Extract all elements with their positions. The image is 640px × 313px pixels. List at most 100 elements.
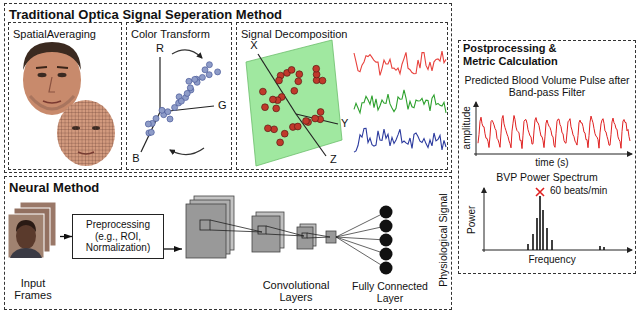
- pixel-points-part: [165, 109, 171, 115]
- panel-heading: Signal Decomposition: [241, 28, 347, 41]
- bvp-plot-part: [474, 154, 632, 155]
- fc-neurons-part: [380, 248, 393, 261]
- step-panel: Signal Decomposition: [236, 22, 448, 170]
- projection-plane-part: [246, 40, 342, 166]
- source-signals-part: [354, 128, 446, 152]
- projected-points-part: [291, 87, 298, 94]
- axis-label: Z: [330, 153, 337, 166]
- projected-points-part: [276, 77, 283, 84]
- kernel-projections-part: [200, 220, 210, 230]
- input-frames-part: [10, 248, 42, 258]
- kernel-projections-part: [210, 220, 262, 232]
- face-photo-part: [36, 67, 68, 68]
- conv-layers-part: [186, 204, 226, 258]
- peak-annotation: 60 beats/min: [550, 185, 607, 197]
- fc-neurons-part: [336, 212, 386, 268]
- face-photo-part: [30, 96, 74, 109]
- power-spectrum-part: [482, 250, 632, 251]
- pixel-points-part: [187, 85, 193, 91]
- face-photo-part: [58, 73, 67, 77]
- projected-points-part: [317, 109, 324, 116]
- rgb-axes-part: [159, 57, 160, 112]
- pixel-points-part: [148, 129, 154, 135]
- panel-heading: SpatialAveraging: [13, 28, 96, 41]
- conv-layers-node: Convolutional Layers: [182, 192, 342, 306]
- fc-neurons-part: [380, 206, 393, 219]
- projected-points-part: [312, 115, 319, 122]
- pixel-points-part: [199, 74, 205, 80]
- panel-heading: Neural Method: [9, 181, 99, 196]
- axis-label: amplitude: [461, 106, 473, 149]
- rgb-axes-part: [141, 112, 160, 152]
- fc-neurons-part: [380, 262, 393, 275]
- plot-title: BVP Power Spectrum: [496, 171, 597, 183]
- gridded-face: [55, 98, 117, 168]
- input-frames-part: [8, 214, 44, 258]
- fc-neurons-part-part: [336, 212, 386, 268]
- power-spectrum-part: [484, 188, 485, 252]
- panel-heading: Color Transform: [131, 28, 210, 41]
- projected-points-part: [313, 65, 320, 72]
- axis-label: Frequency: [528, 254, 575, 266]
- method-panel: Neural MethodInput Frames Preprocessing (…: [4, 176, 452, 310]
- projected-points-part: [303, 118, 310, 125]
- kernel-projections-part: [266, 226, 304, 236]
- node-label: Input Frames: [8, 277, 58, 302]
- kernel-projections-part: [302, 233, 307, 238]
- axis-label: time (s): [535, 157, 568, 169]
- step-panel: SpatialAveraging: [8, 22, 122, 170]
- face-photo-part: [38, 73, 47, 77]
- bvp-plot-part: [478, 116, 630, 149]
- kernel-projections: [200, 220, 330, 238]
- method-panel: Traditional Optica Signal Seperation Met…: [4, 3, 452, 173]
- gridded-face-part: [55, 98, 117, 168]
- axis-label: X: [250, 39, 257, 52]
- face-photo-part: [43, 101, 61, 103]
- pixel-points-part: [206, 72, 212, 78]
- pixel-points-part: [145, 121, 151, 127]
- kernel-projections-part: [307, 233, 330, 238]
- projected-points-part: [294, 123, 301, 130]
- pixel-points-part: [192, 76, 198, 82]
- projected-points-part: [273, 105, 280, 112]
- process-box: Preprocessing (e.g., ROI, Normalization): [72, 214, 164, 259]
- conv-layers: [186, 196, 336, 258]
- fc-neurons: [336, 206, 393, 275]
- projected-points-part: [277, 139, 284, 146]
- xyz-axes: [258, 54, 338, 156]
- pixel-points-part: [153, 116, 159, 122]
- pixel-points-part: [159, 107, 165, 113]
- input-frames-part: [16, 220, 36, 232]
- pixel-points-part: [186, 78, 192, 84]
- axis-label: R: [156, 42, 164, 55]
- axis-label: Y: [341, 117, 348, 130]
- bvp-plot-part: [476, 102, 477, 156]
- power-spectrum-part: [528, 196, 604, 250]
- projected-points-part: [270, 96, 277, 103]
- rotation-arrows-part: [172, 50, 202, 58]
- xyz-axes-part: [296, 114, 326, 156]
- fc-neurons-part: [380, 234, 393, 247]
- input-frames: [8, 202, 56, 258]
- axis-label: Power: [466, 206, 478, 234]
- fc-layer-node: Fully Connected Layer: [346, 200, 434, 306]
- source-signals: [354, 51, 446, 152]
- projected-points-part: [265, 125, 272, 132]
- panel-heading: Postprocessing & Metric Calculation: [463, 42, 588, 67]
- projected-points-part: [319, 77, 326, 84]
- input-frames-node: Input Frames: [6, 200, 60, 304]
- power-spectrum-part: [536, 188, 544, 196]
- source-signals-part: [354, 51, 446, 75]
- flow-arrow: [60, 236, 72, 237]
- projected-points: [260, 65, 326, 146]
- pixel-points-part: [167, 116, 173, 122]
- projection-plane: [246, 40, 342, 166]
- pixel-points: [145, 62, 220, 136]
- projected-points-part: [262, 104, 269, 111]
- node-label: Fully Connected Layer: [346, 280, 434, 304]
- kernel-projections-part: [258, 226, 266, 234]
- face-photo-part: [23, 42, 81, 70]
- projected-points-part: [295, 78, 302, 85]
